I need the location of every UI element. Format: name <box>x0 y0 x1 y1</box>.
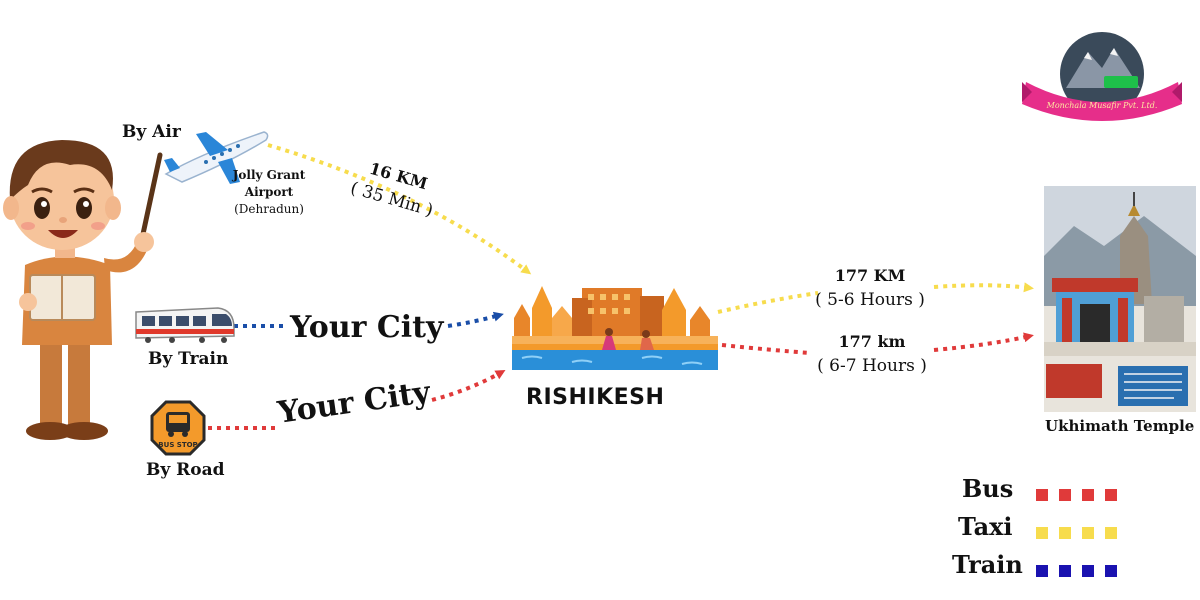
bus-route-time: ( 6-7 Hours ) <box>817 356 927 376</box>
your-city-label-train: Your City <box>290 310 444 345</box>
ukhimath-temple-image <box>1044 186 1196 412</box>
legend-item-taxi: Taxi <box>950 512 1150 546</box>
air-route-line <box>267 143 532 275</box>
legend-item-bus: Bus <box>950 474 1150 508</box>
company-logo: Monchala Musafir Pvt. Ltd. <box>1022 32 1182 121</box>
legend-train-swatch <box>1036 562 1128 581</box>
taxi-route-time: ( 5-6 Hours ) <box>815 290 925 310</box>
rishikesh-ghat-illustration <box>512 286 718 370</box>
legend-train-label: Train <box>952 550 1023 579</box>
airport-name-line2: Airport <box>244 185 294 199</box>
logo-text: Monchala Musafir Pvt. Ltd. <box>1046 101 1158 110</box>
taxi-route-line-right <box>933 282 1034 293</box>
airport-name-line1: Jolly Grant <box>232 168 306 182</box>
legend-bus-label: Bus <box>962 474 1014 503</box>
bus-stop-sign-icon: BUS STOP <box>150 400 206 456</box>
by-train-label: By Train <box>148 349 229 369</box>
by-air-label: By Air <box>122 122 181 142</box>
destination-label: Ukhimath Temple <box>1045 417 1195 435</box>
taxi-route-info: 177 KM ( 5-6 Hours ) <box>810 264 930 312</box>
airport-label: Jolly Grant Airport (Dehradun) <box>224 167 314 218</box>
legend-taxi-label: Taxi <box>958 512 1013 541</box>
bus-route-line-right <box>933 332 1034 352</box>
train-icon <box>135 307 235 343</box>
by-road-label: By Road <box>146 460 225 480</box>
rishikesh-label: RISHIKESH <box>526 385 665 410</box>
teacher-character-illustration <box>3 140 163 440</box>
bus-stop-sign-text: BUS STOP <box>158 441 197 449</box>
airport-city: (Dehradun) <box>234 202 304 216</box>
legend-bus-swatch <box>1036 486 1128 505</box>
legend-item-train: Train <box>950 550 1150 584</box>
train-route-line-right <box>447 311 504 328</box>
bus-route-distance: 177 km <box>838 332 906 351</box>
bus-route-info: 177 km ( 6-7 Hours ) <box>812 330 932 378</box>
bus-route-line-left <box>721 343 811 355</box>
taxi-route-distance: 177 KM <box>834 266 906 285</box>
taxi-route-line-left <box>717 291 819 314</box>
airplane-icon <box>164 131 269 184</box>
road-route-line-right <box>431 370 506 402</box>
legend-taxi-swatch <box>1036 524 1128 543</box>
